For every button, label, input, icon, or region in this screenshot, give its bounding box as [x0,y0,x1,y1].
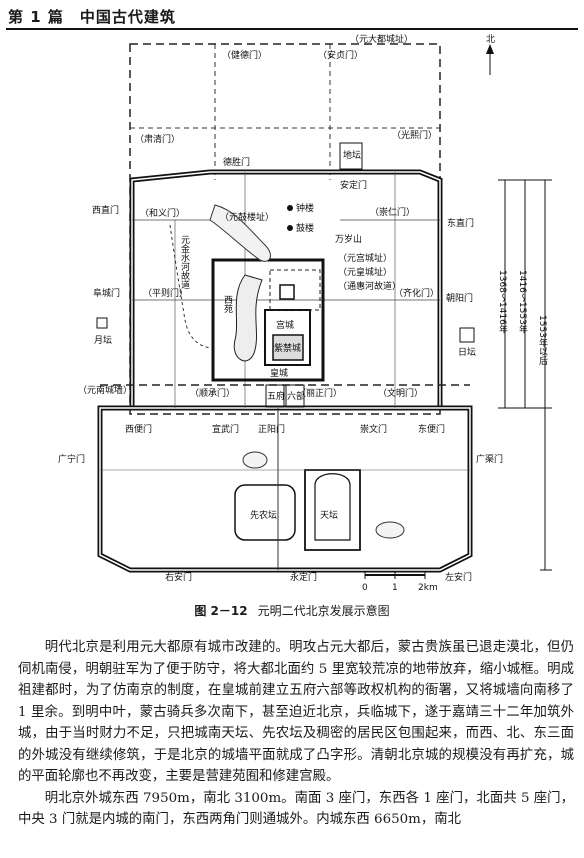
bell-tower-marker [287,205,293,211]
label-yongdingmen: 永定门 [290,571,317,583]
label-anzhen: （安贞门） [318,49,363,61]
label-yuan-gulou: （元鼓楼址） [220,211,274,223]
caption-text: 元明二代北京发展示意图 [257,604,390,618]
label-tonghuihe: （通惠河故道） [338,280,401,292]
wansui-hill [279,284,295,300]
label-gongcheng: 宫城 [276,319,294,331]
label-youanmen: 右安门 [165,571,192,583]
label-yuan-canal: 元金水河故道 [179,235,190,290]
label-fuchengmen: 阜城门 [93,287,120,299]
timeline-label-2: 1416～1553年 [517,270,528,335]
label-guanganmen: 广宁门 [58,453,85,465]
label-liubu: 六部 [287,390,305,402]
paragraph-2: 明北京外城东西 7950m，南北 3100m。南面 3 座门，东西各 1 座门，… [18,790,574,828]
label-yuan-huangcheng: （元皇城址） [338,266,392,278]
paragraph-1: 明代北京是利用元大都原有城市改建的。明攻占元大都后，蒙古贵族虽已退走漠北，但仍伺… [18,640,574,784]
label-wufu: 五府 [267,390,285,402]
page-header: 第 1 篇 中国古代建筑 [0,0,584,30]
label-tiantan: 天坛 [320,510,338,521]
label-deshengmen: 德胜门 [223,156,250,168]
timeline-label-3: 1553年以后 [537,315,548,366]
outer-city-wall-core [99,407,471,571]
tiantan-enclosure [304,469,361,551]
label-zhonglou: 钟楼 [296,202,314,214]
wufu-box [265,384,285,408]
label-xuanwumen: 宣武门 [212,423,239,435]
liubu-box [285,384,305,408]
scale-label-0: 0 [362,583,368,593]
label-anding: 安定门 [340,179,367,191]
ditan-box [339,142,363,170]
label-heyi: （和义门） [140,207,185,219]
label-gulou: 鼓楼 [296,222,314,234]
timeline-label-1: 1368～1416年 [497,270,508,335]
label-huangcheng: 皇城 [270,367,288,379]
label-ditan: 地坛 [343,149,361,161]
label-lizheng: （丽正门） [297,387,342,399]
yuan-palace-site [269,269,321,311]
jishuitan-lake [209,204,271,262]
yuetan-box [96,317,108,329]
label-chaoyang: 朝阳门 [446,292,473,304]
forbidden-city [272,334,304,361]
xiannongtan-enclosure [234,484,296,541]
label-chongwenmen: 崇文门 [360,423,387,435]
label-ritan: 日坛 [458,347,476,358]
label-yuetan: 月坛 [94,335,112,346]
label-zhengyangmen: 正阳门 [258,423,285,435]
label-wenming: （文明门） [378,387,423,399]
figure-caption: 图 2－12 元明二代北京发展示意图 [0,602,584,619]
scale-label-1: 1 [392,583,398,593]
label-xizhimen: 西直门 [92,204,119,216]
body-text: 明代北京是利用元大都原有城市改建的。明攻占元大都后，蒙古贵族虽已退走漠北，但仍伺… [18,637,574,831]
header-rule [6,28,578,30]
label-guangxi: （光熙门） [392,129,437,141]
pond [375,521,405,539]
label-zuoanmen: 左安门 [445,571,472,583]
drum-tower-marker [287,225,293,231]
caption-number: 图 2－12 [194,604,248,618]
label-guangqumen: 广渠门 [476,453,503,465]
label-yuan-city-ruins: （元大都城址） [350,33,413,45]
label-dongzhimen: 东直门 [447,217,474,229]
label-pingze: （平则门） [143,287,188,299]
yuan-canal-route [169,224,211,349]
tiantan-inner [314,473,351,541]
label-jiande: （健德门） [222,49,267,61]
label-wansui: 万岁山 [335,233,362,245]
imperial-city [211,258,325,382]
chapter-title: 第 1 篇 中国古代建筑 [8,8,176,26]
label-xiyuan: 西苑 [222,295,233,314]
label-yuan-south-wall: （元南城墙） [78,384,132,396]
label-xiannongtan: 先农坛 [250,509,277,521]
label-yuan-gongcheng: （元宫城址） [338,252,392,264]
west-lake [233,274,263,362]
label-chongren: （崇仁门） [370,206,415,218]
pond [242,451,268,469]
ritan-box [459,327,475,343]
north-label: 北 [486,34,495,45]
label-shuncheng: （顺承门） [190,387,235,399]
beijing-development-map: （元大都城址） （健德门） （安贞门） （肃清门） （光熙门） 德胜门 地坛 安… [58,33,552,593]
label-suqing: （肃清门） [135,133,180,145]
label-dongbianmen: 东便门 [418,423,445,435]
label-xibianmen: 西便门 [125,423,152,435]
label-zijincheng: 紫禁城 [274,343,301,354]
north-arrow-head [486,44,494,54]
label-qihua: （齐化门） [394,287,439,299]
scale-label-2: 2km [418,583,438,593]
